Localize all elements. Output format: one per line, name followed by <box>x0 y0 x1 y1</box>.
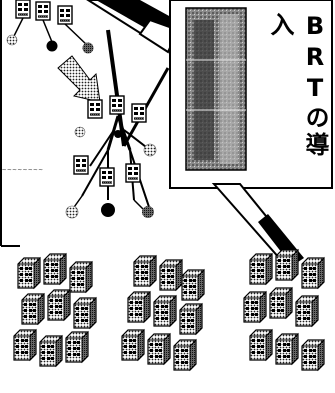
top-network-cluster <box>7 0 94 54</box>
brt-introduction-label: BRTの導入 <box>268 12 328 184</box>
person-icon <box>75 127 85 137</box>
arrow-icon <box>58 56 100 102</box>
person-icon <box>83 43 94 54</box>
person-icon <box>144 144 156 156</box>
building-group-center <box>122 256 204 370</box>
person-icon <box>47 41 58 52</box>
person-icon <box>7 35 17 45</box>
person-icon <box>101 203 115 217</box>
faint-caption: ~~~~~~~~ <box>2 166 44 174</box>
person-icon <box>142 206 154 218</box>
road-top <box>88 0 180 146</box>
person-icon <box>66 206 78 218</box>
building-group-left <box>14 254 96 366</box>
building-group-right <box>244 250 324 370</box>
central-network-tree <box>66 96 156 218</box>
